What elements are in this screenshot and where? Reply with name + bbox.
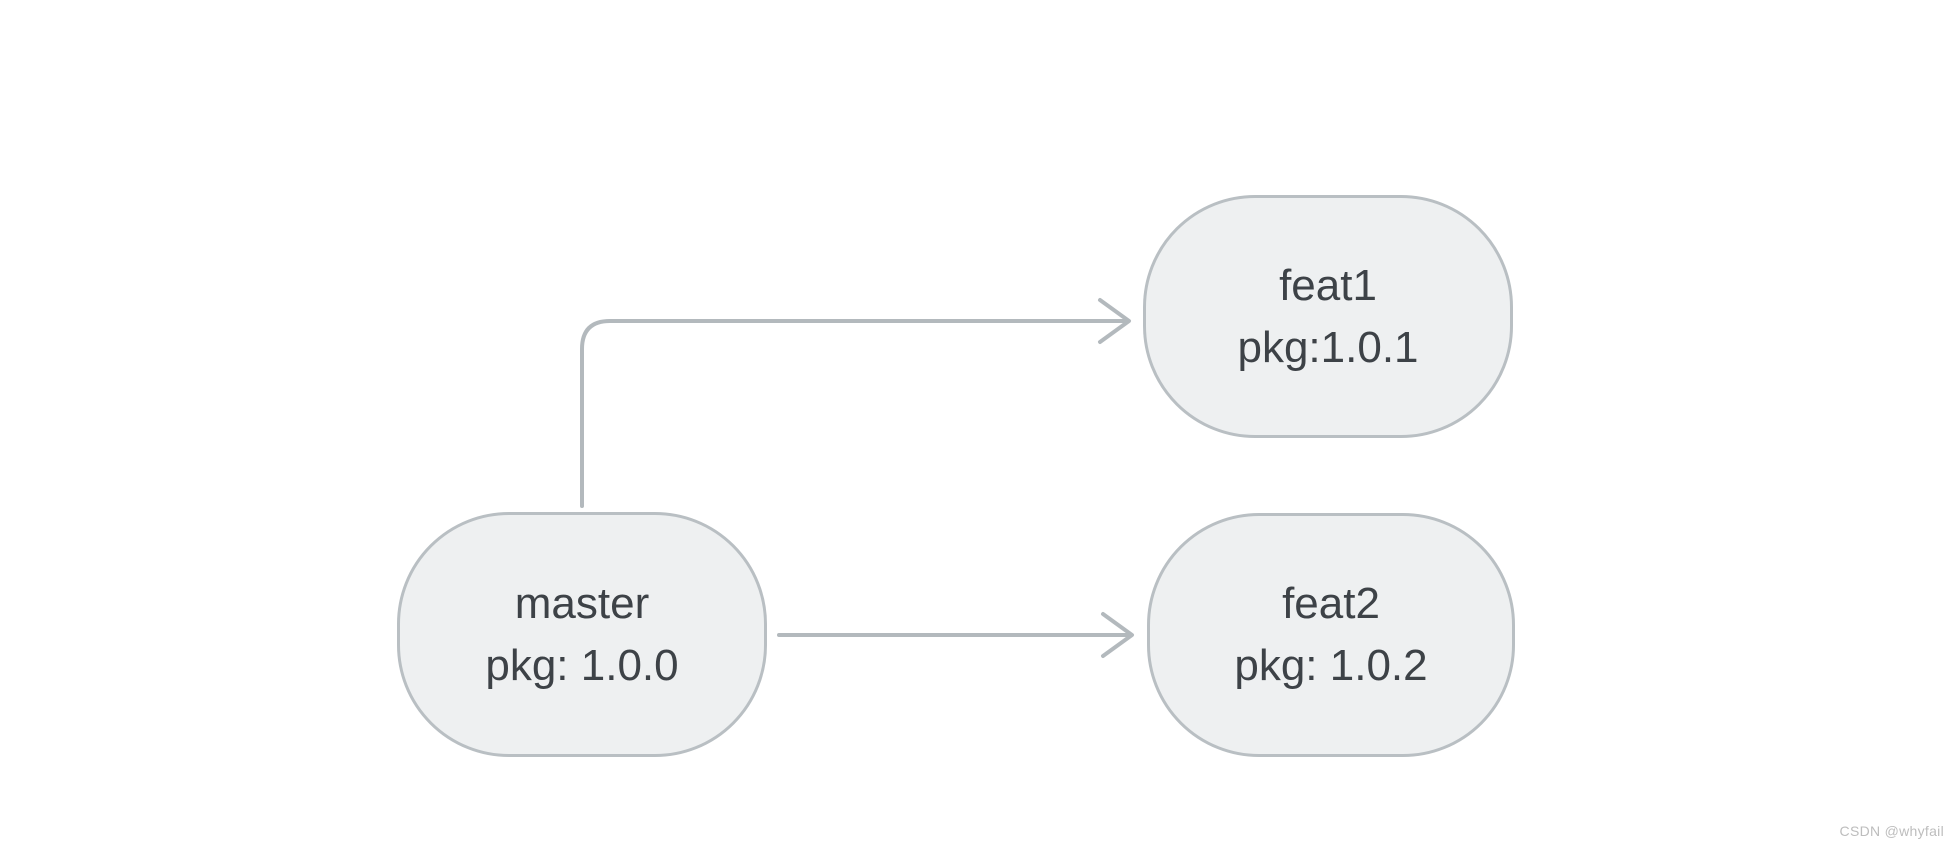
arrowhead-feat1-icon — [1098, 298, 1131, 344]
node-feat1: feat1 pkg:1.0.1 — [1143, 195, 1513, 438]
node-feat1-title: feat1 — [1279, 260, 1377, 310]
node-feat2-version: pkg: 1.0.2 — [1234, 641, 1428, 690]
node-feat2-title: feat2 — [1282, 579, 1380, 628]
node-master: master pkg: 1.0.0 — [397, 512, 767, 757]
watermark: CSDN @whyfail — [1839, 823, 1944, 839]
node-master-title: master — [514, 578, 650, 628]
edge-master-feat1-line — [580, 319, 1128, 508]
edge-master-feat2 — [777, 612, 1134, 658]
node-feat1-version: pkg:1.0.1 — [1237, 322, 1419, 372]
node-master-version: pkg: 1.0.0 — [485, 640, 679, 690]
node-feat2: feat2 pkg: 1.0.2 — [1147, 513, 1515, 757]
edge-master-feat1 — [580, 298, 1131, 508]
arrowhead-feat2-icon — [1101, 612, 1134, 658]
